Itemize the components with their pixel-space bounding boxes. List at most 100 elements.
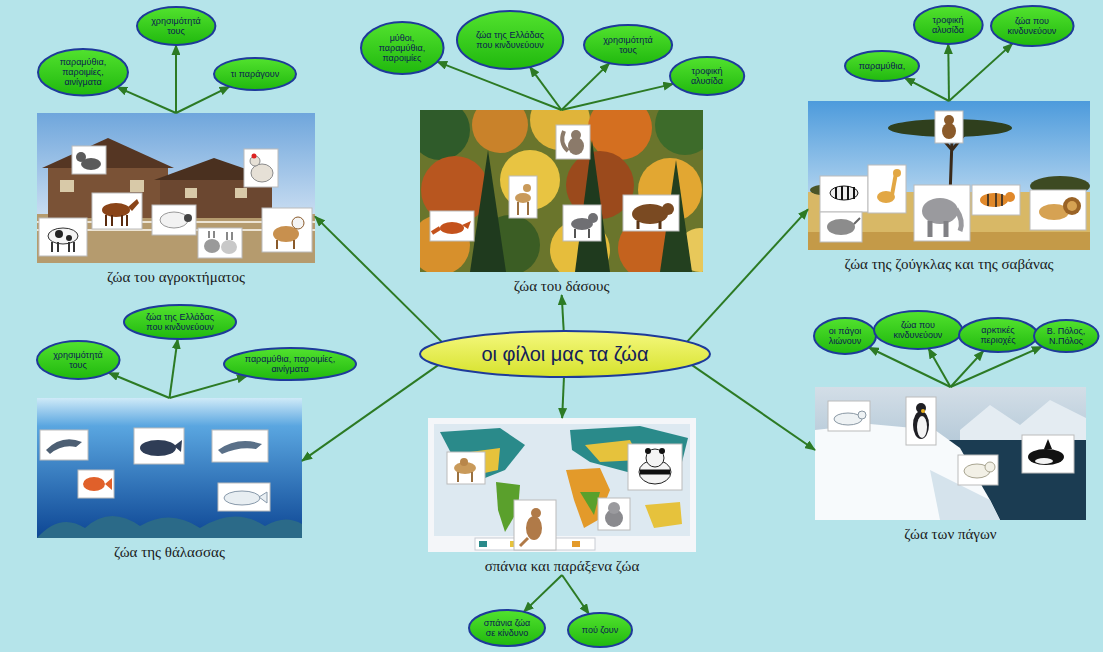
arrow-connector [524,575,562,612]
forest-photo-part-part [523,184,531,192]
forest-photo-part-part [432,228,440,233]
topic-label: πού ζουν [582,625,618,635]
arrow-connector [176,87,230,113]
ice-photo-part-part [921,409,925,413]
arrow-connector [302,365,438,461]
ice-photo-part-part [985,462,995,472]
topic-ellipse: παραμύθια, [844,50,920,82]
forest-photo-part-part [509,176,537,218]
world-map-part-part [514,500,556,550]
forest-photo-part-part [623,195,679,231]
topic-label: τι παράγουν [231,69,280,79]
ellipse-shape [137,7,215,45]
ellipse-shape [37,341,120,379]
topic-ellipse: ζώα της Ελλάδας που κινδυνεύουν [123,304,237,340]
ellipse-shape [224,348,356,380]
sea-photo-part-part [40,430,88,460]
topic-ellipse: μύθοι, παραμύθια, παροιμίες [360,21,445,75]
sea-photo-part [40,430,88,460]
forest-photo-part-part [575,229,589,238]
ellipse-shape [361,22,444,74]
forest-photo-part-part [662,203,674,215]
farm-photo-part-part [106,215,127,226]
savanna-photo-part-part [944,115,954,125]
forest-photo-part [556,125,590,159]
savanna-photo-part-part [836,186,854,200]
panel-caption: σπάνια και παράξενα ζώα [428,557,696,575]
savanna-photo-part [972,185,1020,215]
forest-photo-part-part [588,213,598,223]
topic-label: χρησιμότητά τους [48,350,109,370]
savanna-photo-part [868,165,906,213]
sea-photo-part [134,428,184,464]
ice-photo-part-part [917,416,927,438]
farm-photo-part [198,228,242,258]
farm-photo-part [262,208,312,252]
ice-photo-part-part [906,397,936,445]
savanna-photo-part-part [956,209,961,231]
savanna-photo-part [820,176,868,212]
farm-photo-part-part [92,193,142,229]
farm-photo-part-part [244,149,278,187]
world-map-part-part [526,516,542,540]
savanna-photo-part [820,212,862,242]
ellipse-shape [214,58,296,90]
picture-panel: ζώα της θάλασσας [37,398,302,561]
topic-label: τροφική αλυσίδα [923,15,974,35]
sea-photo-part [212,430,268,462]
forest-photo-part [472,110,528,153]
ellipse-shape [845,51,919,81]
world-map-part-part [460,458,468,466]
sea-photo-part [78,470,114,498]
central-title: οι φίλοι μας τα ζώα [481,343,648,365]
topic-label: ζώα της Ελλάδας που κινδυνεύουν [471,30,549,50]
ellipse-shape [420,331,710,377]
savanna-photo [808,101,1090,250]
ice-photo-part-part [958,455,998,485]
arrow-connector [929,348,951,387]
world-map-part [428,418,696,552]
topic-ellipse: ζώα της Ελλάδας που κινδυνεύουν [456,10,564,70]
farm-photo-part [152,205,196,235]
world-map-part [572,541,580,547]
topic-ellipse: Β. Πόλος, Ν.Πόλος [1033,319,1100,353]
savanna-photo-part-part [820,212,862,242]
arrow-connector [949,44,1012,101]
sea-photo-part-part [105,478,112,490]
savanna-photo-part-part [1063,197,1081,215]
farm-photo-part-part [292,217,304,229]
sea-photo-part-part [46,439,82,454]
panel-caption: ζώα του αγροκτήματος [37,268,315,286]
farm-photo-part-part [160,212,188,228]
farm-photo-part-part [184,214,192,222]
ellipse-shape [914,6,983,44]
savanna-photo-part [935,111,963,143]
forest-photo-part-part [556,125,590,159]
arrow-connector [562,295,564,331]
topic-ellipse: οι πάγοι λιώνουν [813,317,877,355]
savanna-photo-part-part [854,218,860,224]
forest-photo-part-part [515,193,531,203]
sea-photo-part-part [212,430,268,462]
central-ellipse: οι φίλοι μας τα ζώα [419,330,711,378]
savanna-photo-part-part [988,193,1002,207]
farm-photo-part-part [251,164,273,182]
farm-photo-part [39,218,87,256]
farm-photo-part [37,113,315,263]
world-map-part-part [645,448,651,454]
sea-photo-part-part [140,440,176,456]
farm-photo-part [42,138,174,168]
savanna-photo-part-part [1030,190,1086,230]
farm-photo-part-part [72,146,106,174]
farm-photo-part [130,180,144,192]
topic-label: παραμύθια, παροιμίες, αινίγματα [50,57,116,87]
world-map-part-part [646,449,664,467]
arrow-connector [315,216,442,341]
world-map-part-part [458,472,472,482]
world-map-part [447,452,485,484]
ellipse-shape [584,25,672,65]
savanna-photo-part [808,101,1090,250]
ellipse-shape [991,6,1074,46]
topic-label: τροφική αλυσίδα [680,66,735,86]
forest-photo-part-part [462,221,471,229]
